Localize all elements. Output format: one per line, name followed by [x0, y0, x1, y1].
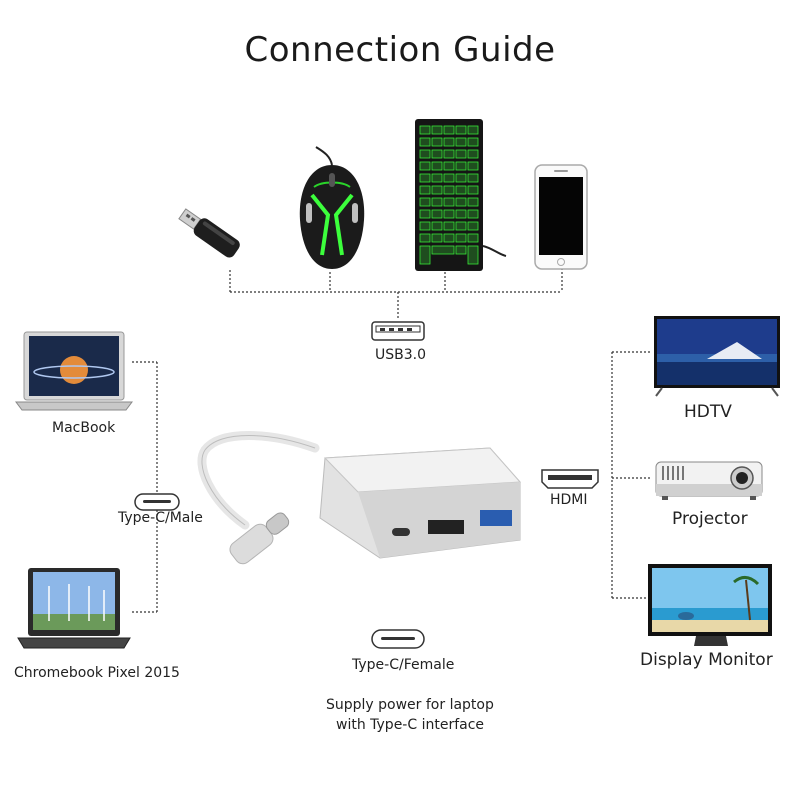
page-title: Connection Guide — [244, 30, 556, 70]
projector-icon — [655, 461, 763, 500]
adapter-hub-icon — [197, 431, 522, 565]
power-note-line2: with Type-C interface — [336, 717, 485, 733]
chromebook-label: Chromebook Pixel 2015 — [14, 665, 180, 681]
power-note-line1: Supply power for laptop — [326, 697, 494, 713]
typec-male-label: Type-C/Male — [118, 510, 203, 526]
gaming-mouse-icon — [299, 146, 365, 269]
monitor-icon — [648, 564, 772, 646]
usb-port-label: USB3.0 — [375, 347, 427, 363]
keyboard-icon — [415, 119, 507, 271]
smartphone-icon — [534, 164, 588, 270]
display-monitor-label: Display Monitor — [640, 650, 773, 670]
type-c-port-icon — [134, 493, 180, 511]
hdmi-port-icon — [541, 469, 599, 489]
tv-icon — [654, 316, 780, 397]
hdmi-port-label: HDMI — [550, 492, 588, 508]
type-c-port-icon — [371, 629, 425, 649]
laptop-icon — [15, 331, 133, 411]
usb-flash-drive-icon — [178, 208, 240, 258]
laptop-icon — [17, 568, 131, 649]
typec-female-label: Type-C/Female — [352, 657, 455, 673]
macbook-label: MacBook — [52, 420, 116, 436]
usb-port-icon — [371, 321, 425, 341]
projector-label: Projector — [672, 509, 748, 529]
hdtv-label: HDTV — [684, 402, 732, 422]
